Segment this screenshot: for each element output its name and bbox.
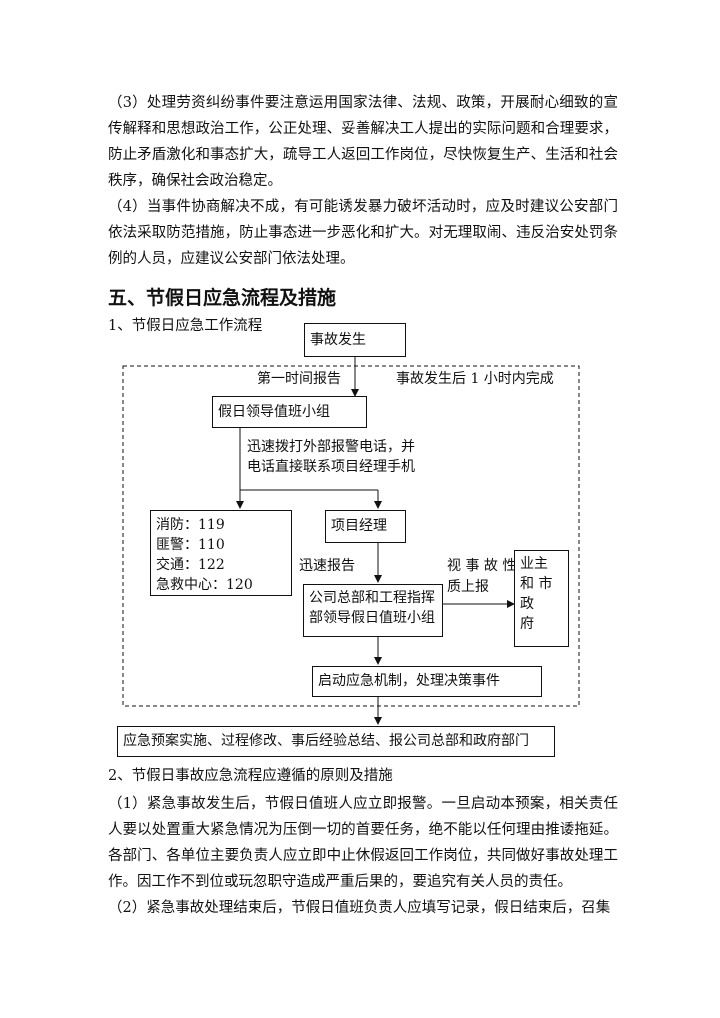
top-paragraphs: （3）处理劳资纠纷事件要注意运用国家法律、法规、政策，开展耐心细致的宣传解释和思… xyxy=(108,90,618,272)
project-manager-box: 项目经理 xyxy=(325,510,406,543)
quick-report-label: 迅速报告 xyxy=(299,558,355,574)
mechanism-box: 启动应急机制，处理决策事件 xyxy=(312,666,542,697)
holiday-team-box: 假日领导值班小组 xyxy=(212,396,367,428)
traffic-number: 交通：122 xyxy=(156,557,225,573)
paragraph-4: （4）当事件协商解决不成，有可能诱发暴力破坏活动时，应及时建议公安部门依法采取防… xyxy=(108,199,618,267)
owner-line-2: 和 市 政 xyxy=(520,576,553,612)
paragraph-2: （2）紧急事故处理结束后，节假日值班负责人应填写记录，假日结束后，召集 xyxy=(108,900,611,916)
owner-government-box: 业主 和 市 政 府 xyxy=(514,550,569,647)
ambulance-number: 急救中心：120 xyxy=(156,577,253,593)
report-note-line-1: 视 事 故 性 xyxy=(447,558,517,574)
hq-line-1: 公司总部和工程指挥 xyxy=(309,590,435,606)
police-number: 匪警：110 xyxy=(156,537,225,553)
call-note-line-1: 迅速拨打外部报警电话，并 xyxy=(247,439,415,455)
owner-line-3: 府 xyxy=(520,616,534,632)
call-note-line-2: 电话直接联系项目经理手机 xyxy=(247,459,415,475)
accident-box: 事故发生 xyxy=(304,323,406,357)
dashed-boundary xyxy=(122,365,580,707)
bottom-paragraphs: （1）紧急事故发生后，节假日值班人应立即报警。一旦启动本预案，相关责任人要以处置… xyxy=(108,791,618,921)
paragraph-1: （1）紧急事故发生后，节假日值班人应立即报警。一旦启动本预案，相关责任人要以处置… xyxy=(108,796,618,890)
hq-team-box: 公司总部和工程指挥 部领导假日值班小组 xyxy=(303,584,443,637)
complete-note-label: 事故发生后 1 小时内完成 xyxy=(396,371,554,387)
report-note-line-2: 质上报 xyxy=(447,579,489,595)
subheading-flow: 1、节假日应急工作流程 xyxy=(108,318,263,334)
implementation-box: 应急预案实施、过程修改、事后经验总结、报公司总部和政府部门 xyxy=(117,726,555,757)
section-heading: 五、节假日应急流程及措施 xyxy=(108,287,337,309)
subheading-principles: 2、节假日事故应急流程应遵循的原则及措施 xyxy=(108,768,393,784)
hq-line-2: 部领导假日值班小组 xyxy=(309,610,435,626)
fire-number: 消防：119 xyxy=(156,517,225,533)
paragraph-3: （3）处理劳资纠纷事件要注意运用国家法律、法规、政策，开展耐心细致的宣传解释和思… xyxy=(108,95,618,189)
emergency-numbers-box: 消防：119 匪警：110 交通：122 急救中心：120 xyxy=(150,510,292,596)
owner-line-1: 业主 xyxy=(520,556,548,572)
first-report-label: 第一时间报告 xyxy=(257,371,341,387)
